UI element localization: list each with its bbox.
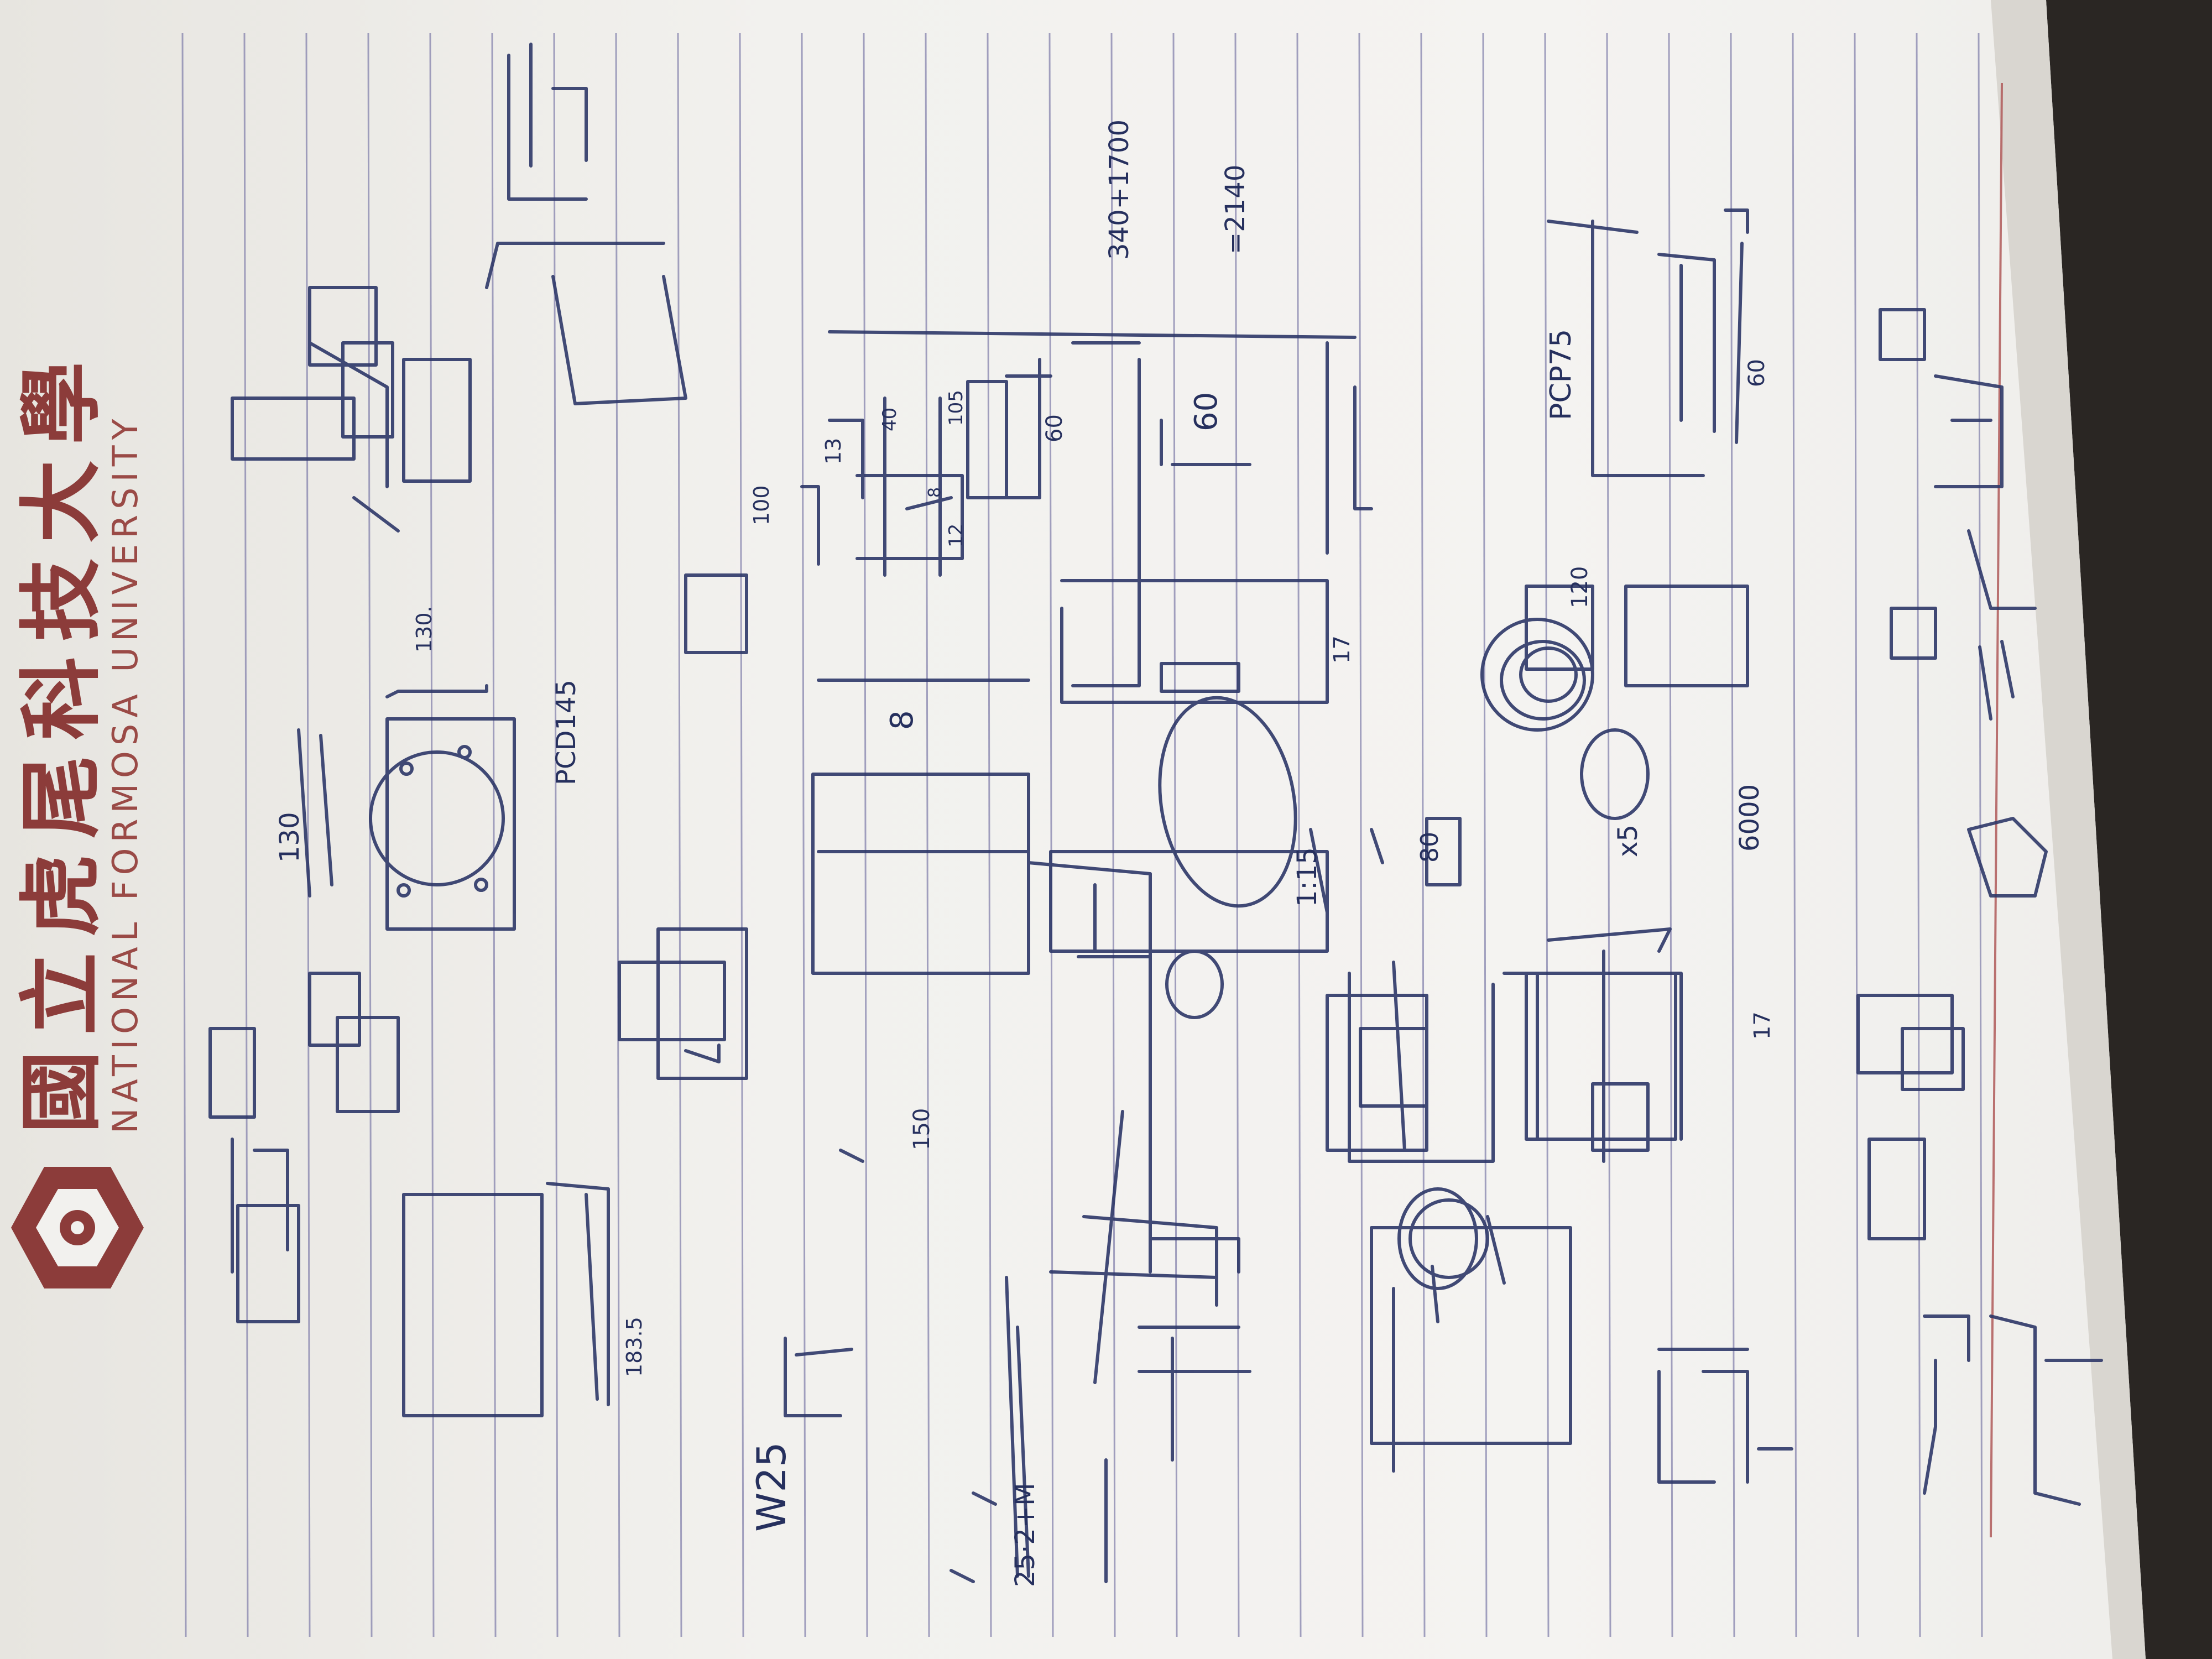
label-pcd: PCD145	[551, 680, 582, 785]
nfu-logo-icon	[11, 1167, 144, 1288]
label-150: 150	[909, 1108, 935, 1150]
ruled-line	[677, 33, 682, 1637]
ruled-line	[1048, 33, 1054, 1637]
label-130-dot: 130.	[412, 606, 436, 653]
ruled-line	[987, 33, 992, 1637]
ruled-line	[1296, 33, 1302, 1637]
ruled-line	[1110, 33, 1116, 1637]
label-183-5: 183.5	[622, 1317, 646, 1377]
label-60-a: 60	[1042, 414, 1067, 442]
ruled-line	[1420, 33, 1426, 1637]
sketch-far-right	[1525, 208, 2048, 1240]
label-80: 80	[1416, 832, 1444, 863]
label-17b: 17	[1750, 1011, 1775, 1040]
label-6000: 6000	[1734, 784, 1765, 852]
label-105: 105	[945, 390, 967, 426]
label-12: 12	[945, 524, 967, 547]
label-pcp75: PCP75	[1545, 329, 1578, 420]
ruled-line	[1978, 33, 1983, 1637]
label-zero: 8	[884, 710, 920, 730]
ruled-line	[1792, 33, 1797, 1637]
label-120: 120	[1567, 566, 1593, 608]
ruled-line	[553, 33, 559, 1637]
sketch-top-mid	[231, 286, 472, 533]
ruled-line	[243, 33, 249, 1637]
label-17: 17	[1329, 635, 1355, 664]
ruled-line	[305, 33, 311, 1637]
ruled-line	[863, 33, 868, 1637]
ruled-line	[491, 33, 497, 1637]
sketch-gearbox	[1149, 817, 1683, 1274]
university-header: 國立虎尾科技大學 NATIONAL FORMOSA UNIVERSITY	[0, 304, 182, 1300]
sketch-top-right	[485, 43, 687, 405]
ruled-line	[1482, 33, 1488, 1637]
ruled-line	[1730, 33, 1735, 1637]
sketch-flange-left	[208, 972, 400, 1323]
label-w25: W25	[748, 1442, 795, 1532]
ruled-line	[1668, 33, 1673, 1637]
ruled-line	[1854, 33, 1859, 1637]
note-340-1700: 340+1700	[1104, 119, 1135, 260]
ruled-line	[1172, 33, 1178, 1637]
ruled-line	[429, 33, 435, 1637]
ruled-line	[615, 33, 620, 1637]
sketch-motor	[1370, 1198, 1572, 1445]
sketch-flange-plate	[297, 684, 610, 1417]
ruled-line	[1544, 33, 1550, 1637]
label-60-b: 60	[1188, 392, 1224, 431]
label-x5: x5	[1613, 825, 1644, 857]
label-130: 130	[274, 812, 305, 863]
label-40: 40	[879, 408, 901, 431]
note-bottom: 25·2+M	[1010, 1483, 1041, 1587]
label-8: 8	[925, 487, 945, 498]
sketch-center-shaft	[618, 380, 1030, 1080]
sketch-bottom-left	[784, 1215, 2103, 1578]
label-100: 100	[749, 485, 774, 525]
ruled-line	[739, 33, 744, 1637]
label-60-c: 60	[1744, 359, 1770, 387]
ruled-line	[1234, 33, 1240, 1637]
ruled-line	[1606, 33, 1611, 1637]
ruled-line	[1358, 33, 1364, 1637]
ruled-line	[925, 33, 930, 1637]
label-13: 13	[821, 438, 846, 465]
ruled-line	[1916, 33, 1921, 1637]
ruled-line	[181, 33, 187, 1637]
label-ratio: 1:15	[1292, 847, 1323, 907]
ruled-line	[801, 33, 806, 1637]
ruled-line	[367, 33, 373, 1637]
note-2140: =2140	[1220, 165, 1251, 254]
